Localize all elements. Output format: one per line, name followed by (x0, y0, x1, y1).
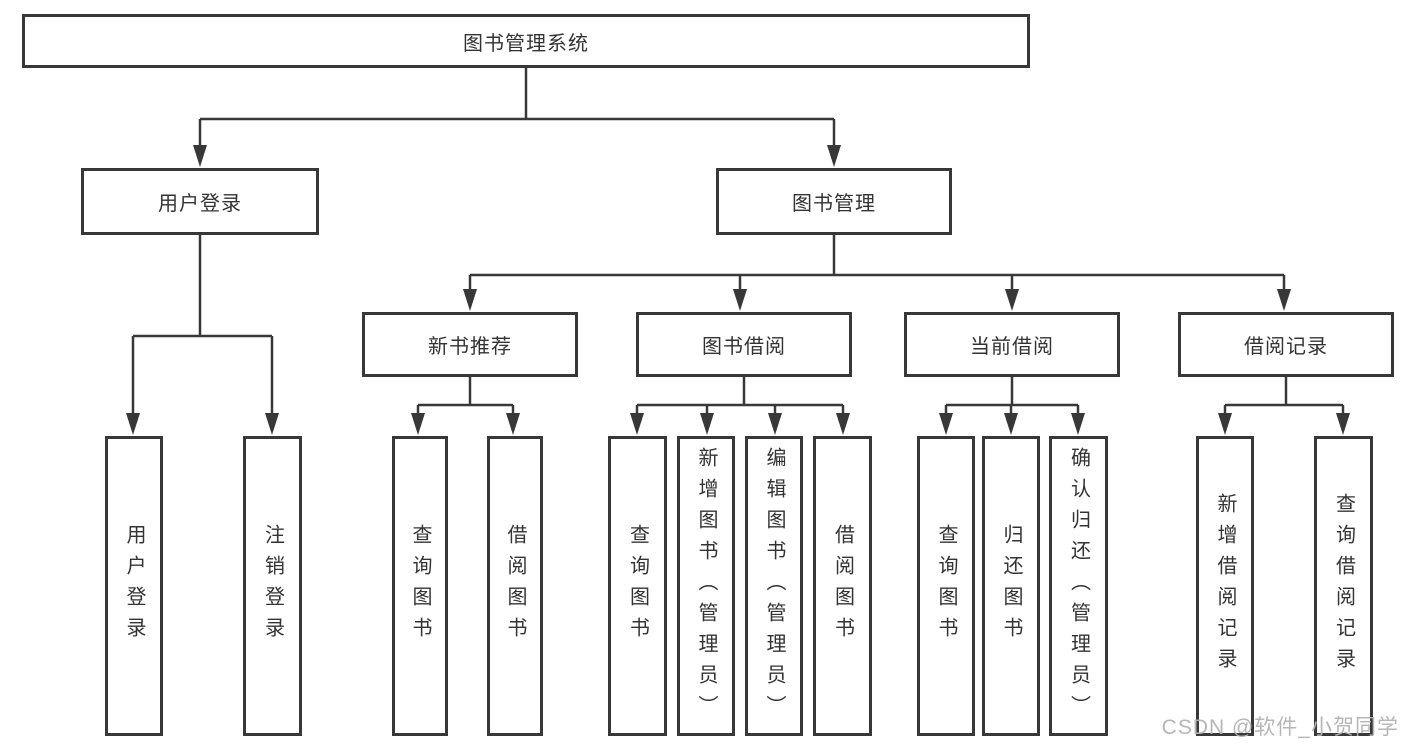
leaf-user-login: 用户登录 (105, 436, 163, 736)
leaf-recommend-borrow-books: 借阅图书 (487, 436, 543, 736)
node-label: 当前借阅 (970, 336, 1054, 358)
node-label: 查询图书 (935, 524, 957, 648)
leaf-return-books: 归还图书 (982, 436, 1040, 736)
leaf-borrow-query-books: 查询图书 (608, 436, 667, 736)
node-label: 借阅图书 (831, 524, 854, 648)
node-label: 借阅记录 (1244, 336, 1328, 358)
node-label: 新书推荐 (428, 336, 512, 358)
node-current-borrowing: 当前借阅 (904, 312, 1120, 377)
node-label: 用户登录 (158, 193, 242, 215)
node-book-borrowing: 图书借阅 (636, 312, 852, 377)
node-label: 注销登录 (261, 524, 284, 648)
leaf-borrow-books: 借阅图书 (813, 436, 872, 736)
node-label: 确认归还（管理员） (1067, 446, 1090, 726)
node-label: 图书管理 (792, 193, 876, 215)
leaf-logout: 注销登录 (243, 436, 302, 736)
node-book-management: 图书管理 (716, 168, 952, 235)
node-label: 用户登录 (123, 524, 145, 648)
node-system-root: 图书管理系统 (22, 14, 1030, 68)
node-label: 借阅图书 (504, 524, 526, 648)
node-label: 查询图书 (626, 524, 649, 648)
connectors-group (126, 68, 1350, 435)
node-label: 归还图书 (1000, 524, 1022, 648)
node-label: 图书管理系统 (463, 32, 589, 55)
csdn-watermark: CSDN @软件_小贺同学 (1161, 716, 1399, 739)
leaf-confirm-return-admin: 确认归还（管理员） (1049, 436, 1108, 736)
leaf-query-borrow-record: 查询借阅记录 (1314, 436, 1373, 736)
node-label: 编辑图书（管理员） (763, 446, 785, 726)
node-new-book-recommend: 新书推荐 (362, 312, 578, 377)
node-label: 新增借阅记录 (1214, 493, 1236, 679)
node-user-login: 用户登录 (81, 168, 319, 235)
leaf-current-query-books: 查询图书 (917, 436, 975, 736)
leaf-add-borrow-record: 新增借阅记录 (1196, 436, 1254, 736)
node-label: 图书借阅 (702, 336, 786, 358)
node-borrowing-records: 借阅记录 (1178, 312, 1394, 377)
node-label: 查询图书 (409, 524, 431, 648)
leaf-edit-books-admin: 编辑图书（管理员） (745, 436, 803, 736)
node-label: 查询借阅记录 (1332, 493, 1355, 679)
leaf-recommend-query-books: 查询图书 (392, 436, 448, 736)
node-label: 新增图书（管理员） (695, 446, 717, 726)
leaf-add-books-admin: 新增图书（管理员） (677, 436, 735, 736)
